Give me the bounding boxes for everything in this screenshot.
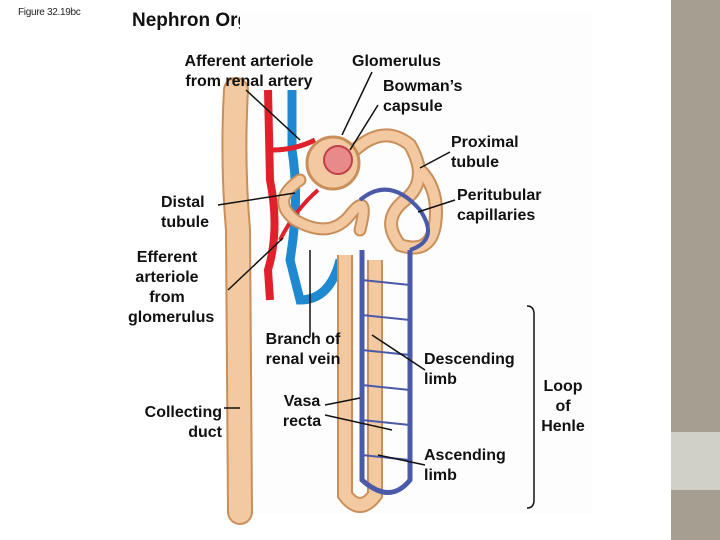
efferent-arteriole-shape: [278, 188, 320, 241]
renal-vein-shape: [285, 90, 345, 305]
peritubular-capillaries-shape: [358, 187, 430, 252]
vasa-recta-rungs: [361, 279, 411, 461]
pointer-lines: [217, 71, 456, 466]
afferent-arteriole-shape: [271, 137, 317, 153]
glomerulus-shape: [323, 145, 353, 175]
figure-label: Figure 32.19bc: [18, 7, 81, 18]
label-glomerulus: Glomerulus: [352, 53, 441, 70]
side-accent-block: [671, 432, 720, 490]
loop-bracket: [526, 305, 535, 509]
renal-artery-shape: [263, 89, 279, 301]
vasa-recta-shape: [359, 250, 413, 495]
